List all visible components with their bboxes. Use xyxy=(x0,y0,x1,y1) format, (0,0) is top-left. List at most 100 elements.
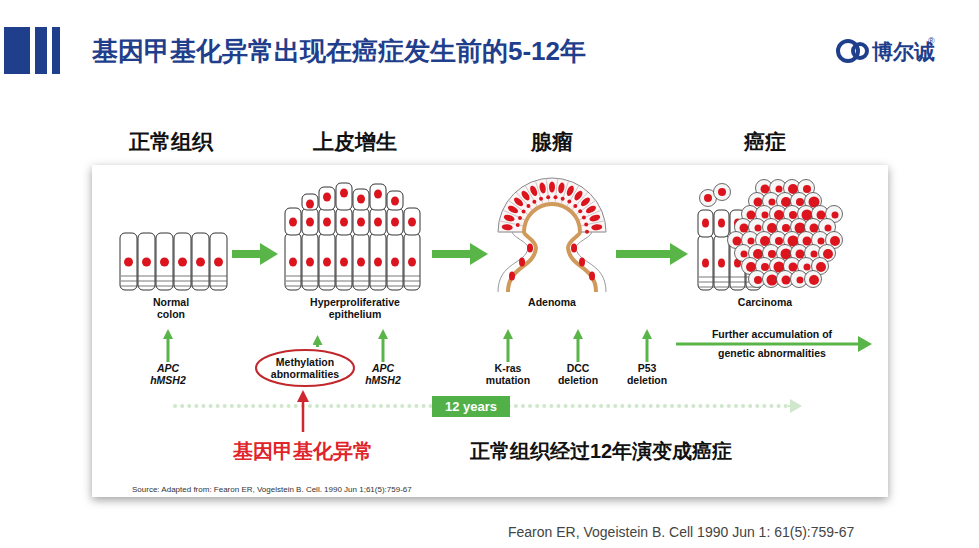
cell-nucleus xyxy=(503,214,515,223)
gene-label: APC hMSH2 xyxy=(150,362,186,386)
cell-nucleus xyxy=(704,194,712,202)
cell-nucleus xyxy=(578,209,582,213)
cell xyxy=(319,208,335,235)
cell-nucleus xyxy=(512,196,524,208)
hyperplasia-illustration xyxy=(285,183,420,290)
cell xyxy=(319,187,335,210)
cell-nucleus xyxy=(357,218,365,227)
illustration-slot xyxy=(112,156,230,296)
cell-nucleus xyxy=(567,200,571,204)
cell-nucleus xyxy=(196,258,205,267)
cell xyxy=(210,233,227,290)
cell-nucleus xyxy=(571,244,577,253)
cell-nucleus xyxy=(789,263,798,272)
cell-nucleus xyxy=(539,182,547,194)
node-text: 12 years xyxy=(445,399,497,414)
cell-nucleus xyxy=(748,238,755,245)
cell xyxy=(370,184,386,210)
cell-nucleus xyxy=(357,195,365,204)
cell-nucleus xyxy=(573,204,577,208)
cell-nucleus xyxy=(579,258,585,267)
cell-nucleus xyxy=(816,262,826,272)
cell-nucleus xyxy=(527,244,533,253)
stage-heading: 上皮增生 xyxy=(313,128,397,156)
cell-nucleus xyxy=(357,258,365,267)
cell xyxy=(387,233,403,290)
stage-heading: 正常组织 xyxy=(129,128,213,156)
cell-nucleus xyxy=(178,258,187,267)
cell-nucleus xyxy=(509,272,515,281)
cell xyxy=(302,194,318,210)
stage-node: 正常组织 Normal colon xyxy=(112,128,230,333)
cell-nucleus xyxy=(761,185,770,194)
cell-nucleus xyxy=(810,224,819,233)
cell-nucleus xyxy=(323,193,331,202)
basement-line xyxy=(286,286,420,287)
cell-nucleus xyxy=(507,204,520,215)
stage-caption: Adenoma xyxy=(502,296,602,308)
leader-arrow xyxy=(646,339,649,362)
cell-nucleus xyxy=(702,259,709,268)
cell-nucleus xyxy=(374,218,382,227)
cell-nucleus xyxy=(519,258,525,267)
cell-nucleus xyxy=(306,218,314,227)
basement-line xyxy=(121,276,227,277)
cell xyxy=(370,208,386,235)
cell-nucleus xyxy=(775,237,783,245)
leader-arrow xyxy=(382,339,385,362)
cell-nucleus xyxy=(518,216,522,220)
header-bar xyxy=(35,27,47,74)
cell xyxy=(714,210,729,237)
leader-arrow xyxy=(577,339,580,362)
basement-line xyxy=(286,281,420,282)
cell xyxy=(336,183,352,210)
tumor-cell xyxy=(714,184,731,201)
cell-nucleus xyxy=(741,251,748,258)
cell-nucleus xyxy=(289,218,297,227)
cell-nucleus xyxy=(718,188,726,196)
cell-nucleus xyxy=(516,223,520,227)
cell-nucleus xyxy=(762,212,769,219)
cell-nucleus xyxy=(811,251,818,258)
normal-colon-illustration xyxy=(120,233,227,290)
cell-nucleus xyxy=(526,204,530,208)
cell xyxy=(302,233,318,290)
gene-label: DCC deletion xyxy=(558,362,598,386)
flow-arrow xyxy=(316,345,319,347)
cell xyxy=(387,191,403,210)
cell-nucleus xyxy=(823,249,833,259)
node-text: Methylation abnormalities xyxy=(265,356,345,380)
cell-nucleus xyxy=(549,182,555,193)
reference: Fearon ER, Vogeistein B. Cell 1990 Jun 1… xyxy=(508,524,854,540)
cell-nucleus xyxy=(408,218,416,227)
flow-arrow xyxy=(616,250,670,258)
stage-heading: 癌症 xyxy=(744,128,786,156)
cell-nucleus xyxy=(391,218,399,227)
cell-nucleus xyxy=(591,224,603,231)
cell-nucleus xyxy=(289,258,297,267)
cell-nucleus xyxy=(323,218,331,227)
cell-nucleus xyxy=(374,258,382,267)
cell-nucleus xyxy=(825,225,832,232)
cell-nucleus xyxy=(585,204,598,215)
cell-nucleus xyxy=(214,258,223,267)
cell-nucleus xyxy=(589,214,601,223)
progression-note: Further accumulation of genetic abnormal… xyxy=(697,325,847,363)
carcinoma-illustration xyxy=(698,180,843,291)
cell xyxy=(285,208,301,235)
cell xyxy=(353,189,369,210)
summary-note: 正常组织经过12年演变成癌症 xyxy=(470,438,732,465)
source-note: Source: Adapted from: Fearon ER, Vogelst… xyxy=(132,485,412,494)
cell-nucleus xyxy=(832,212,839,219)
cell-nucleus xyxy=(561,197,565,201)
cell-nucleus xyxy=(160,258,169,267)
cell xyxy=(192,233,209,290)
stage-caption: Normal colon xyxy=(145,296,197,320)
cell xyxy=(387,208,403,235)
cell-nucleus xyxy=(584,223,588,227)
cell xyxy=(404,208,420,235)
cell-nucleus xyxy=(522,210,526,214)
cell-nucleus xyxy=(797,277,804,284)
cell-nucleus xyxy=(529,185,539,197)
